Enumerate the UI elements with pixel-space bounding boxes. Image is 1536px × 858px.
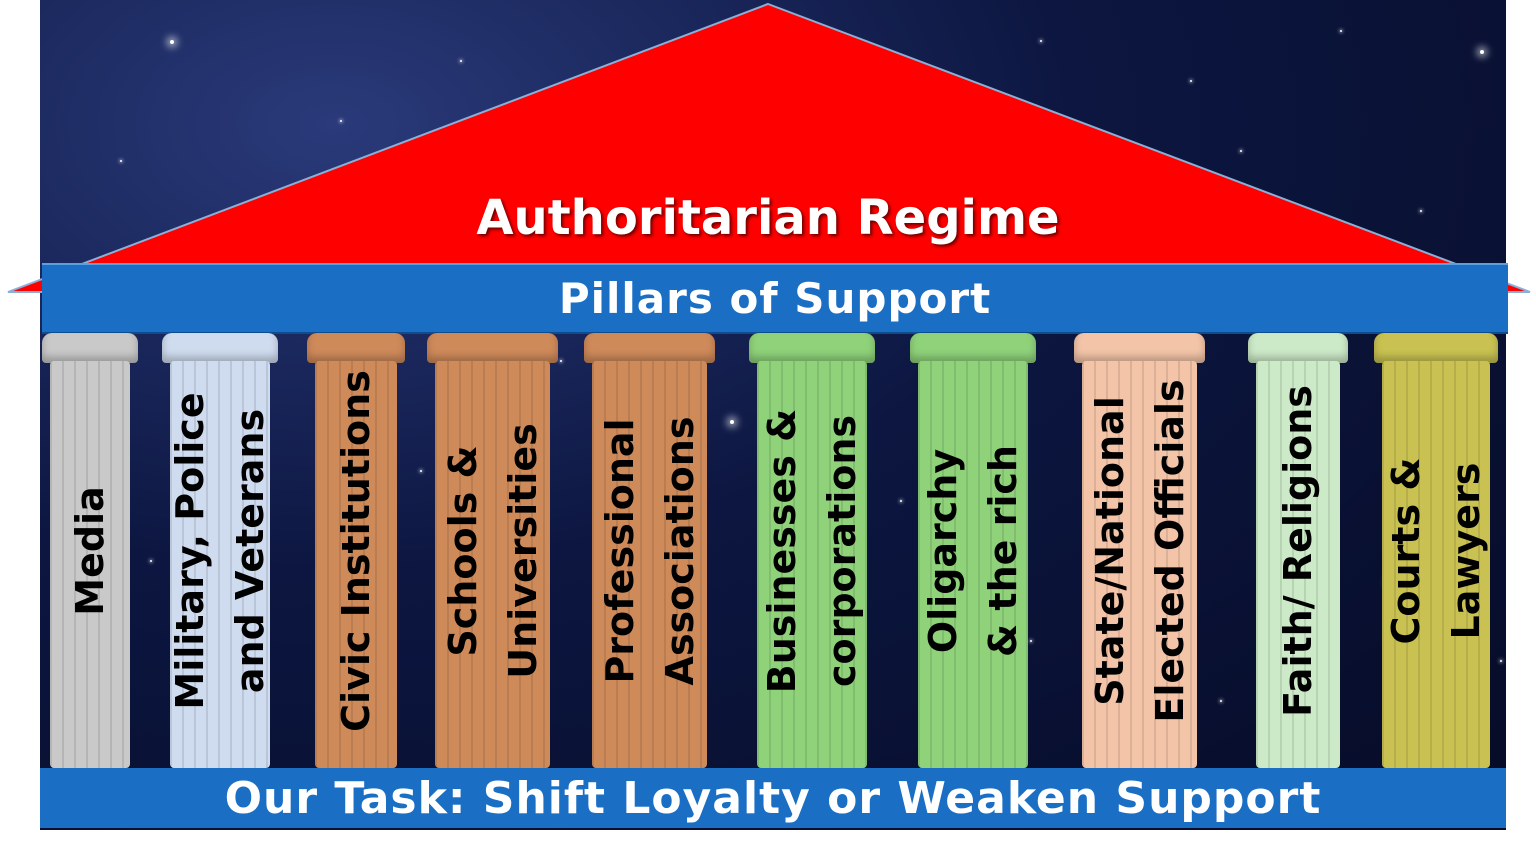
pillar-faith: Faith/ Religions: [1248, 333, 1348, 768]
pillar-label: Courts & Lawyers: [1384, 457, 1488, 644]
star-dot: [170, 40, 174, 44]
pillar-businesses: Businesses & corporations: [749, 333, 875, 768]
pillar-capital: [749, 333, 875, 363]
star-dot: [1030, 640, 1032, 642]
pillar-shaft: [435, 361, 550, 768]
pillar-shaft: [592, 361, 707, 768]
pillar-label: Professional Associations: [597, 416, 702, 685]
pillar-label: Media: [68, 485, 112, 616]
pillar-capital: [1374, 333, 1498, 363]
pillar-label: Civic Institutions: [334, 369, 378, 732]
pillar-shaft: [757, 361, 867, 768]
pillar-label: Oligarchy & the rich: [921, 444, 1025, 657]
pillar-elected-officials: State/National Elected Officials: [1074, 333, 1205, 768]
star-dot: [150, 560, 152, 562]
pillar-shaft: [170, 361, 270, 768]
star-dot: [1480, 50, 1484, 54]
pillar-shaft: [1082, 361, 1197, 768]
pillar-label: Businesses & corporations: [760, 408, 864, 693]
pillar-capital: [42, 333, 138, 363]
pillar-shaft: [1256, 361, 1340, 768]
star-dot: [560, 360, 562, 362]
roof-triangle: [7, 2, 1531, 293]
pillars-band: Pillars of Support: [42, 263, 1508, 334]
star-dot: [120, 160, 122, 162]
star-dot: [730, 420, 734, 424]
pillar-label: Faith/ Religions: [1276, 384, 1320, 717]
pillar-capital: [1074, 333, 1205, 363]
star-dot: [1190, 80, 1192, 82]
star-dot: [1340, 30, 1342, 32]
star-dot: [1420, 210, 1422, 212]
star-dot: [460, 60, 462, 62]
pillar-shaft: [1382, 361, 1490, 768]
star-dot: [900, 500, 902, 502]
pillar-shaft: [918, 361, 1028, 768]
pillar-schools: Schools & Universities: [427, 333, 558, 768]
star-dot: [1240, 150, 1242, 152]
pillar-shaft: [50, 361, 130, 768]
pillar-capital: [427, 333, 558, 363]
pillar-military: Military, Police and Veterans: [162, 333, 278, 768]
pillar-capital: [910, 333, 1036, 363]
pillar-oligarchy: Oligarchy & the rich: [910, 333, 1036, 768]
diagram-title: Authoritarian Regime: [476, 190, 1060, 246]
pillar-shaft: [315, 361, 397, 768]
pillar-capital: [307, 333, 405, 363]
pillar-capital: [1248, 333, 1348, 363]
pillar-label: Military, Police and Veterans: [168, 391, 272, 710]
pillar-professional: Professional Associations: [584, 333, 715, 768]
star-dot: [1040, 40, 1042, 42]
pillar-capital: [162, 333, 278, 363]
pillar-label: Schools & Universities: [440, 422, 545, 679]
star-dot: [340, 120, 342, 122]
pillar-civic: Civic Institutions: [307, 333, 405, 768]
pillar-courts: Courts & Lawyers: [1374, 333, 1498, 768]
pillar-media: Media: [42, 333, 138, 768]
pillar-label: State/National Elected Officials: [1087, 378, 1192, 723]
task-band: Our Task: Shift Loyalty or Weaken Suppor…: [40, 768, 1506, 828]
star-dot: [1500, 660, 1502, 662]
pillars-band-label: Pillars of Support: [558, 274, 992, 323]
pillar-capital: [584, 333, 715, 363]
star-dot: [420, 470, 422, 472]
star-dot: [1220, 700, 1222, 702]
task-band-label: Our Task: Shift Loyalty or Weaken Suppor…: [224, 772, 1322, 824]
